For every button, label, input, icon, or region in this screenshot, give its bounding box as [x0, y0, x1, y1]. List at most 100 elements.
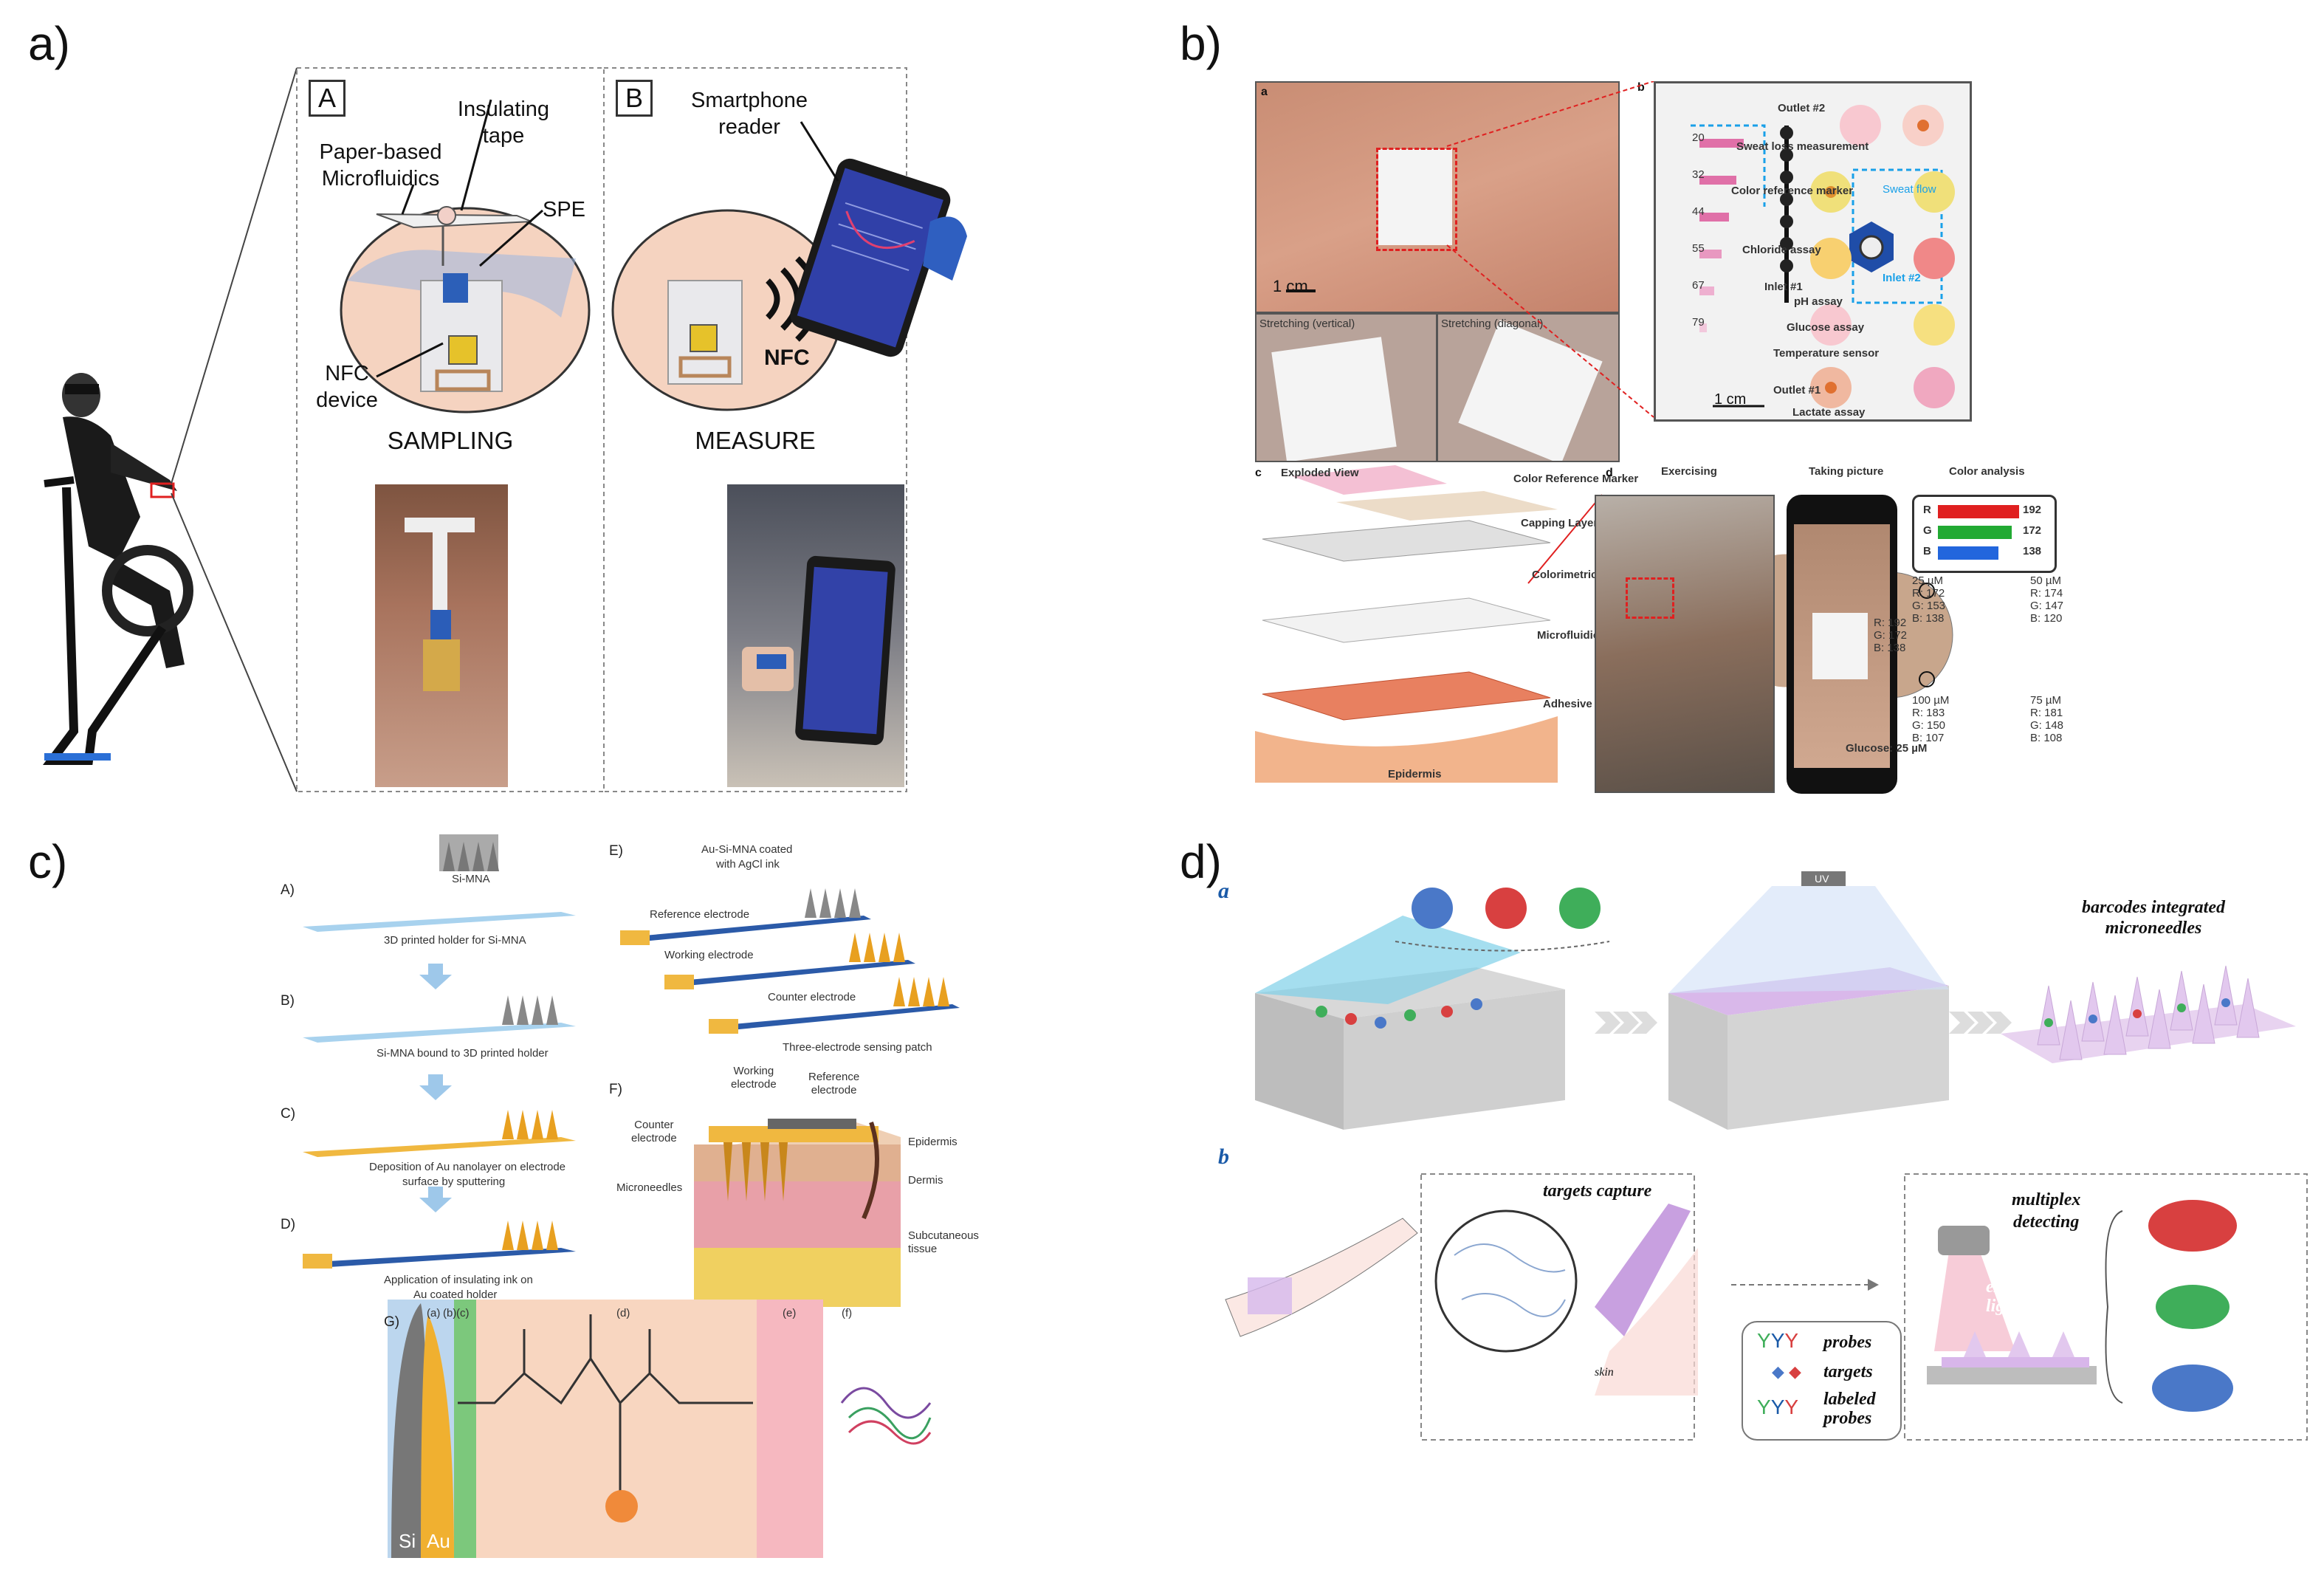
step-a-holder: [303, 834, 576, 932]
panel-label-d: d): [1180, 835, 1222, 888]
si-mna-label: Si-MNA: [452, 873, 490, 885]
panel-b-sub-a: a: [1261, 86, 1268, 98]
arm-photo: [1255, 81, 1620, 313]
step-e-label: E): [609, 843, 623, 859]
measure-diagram: [611, 121, 967, 411]
step-e-title2: with AgCl ink: [716, 858, 780, 871]
rgb-b-label: B: [1923, 545, 1931, 557]
inlet1-label: Inlet #1: [1764, 281, 1803, 293]
g-sub-f: (f): [842, 1307, 853, 1319]
lactate-label: Lactate assay: [1792, 406, 1866, 419]
rgb-g-label: G: [1923, 524, 1932, 537]
panel-d-sub-a: a: [1218, 879, 1229, 903]
step-d-caption2: Au coated holder: [413, 1288, 498, 1301]
panel-b-sub-c: c: [1255, 467, 1262, 479]
tick-20: 20: [1692, 131, 1705, 144]
panel-d-sub-b: b: [1218, 1144, 1229, 1169]
panel-c-graphics: [303, 834, 960, 1558]
panel-b-sub-b: b: [1637, 81, 1645, 94]
step-f-skin: [694, 1119, 901, 1307]
box-a-label: A: [309, 80, 345, 117]
measure-title: MEASURE: [695, 427, 816, 454]
g-si-label: Si: [399, 1530, 416, 1552]
insulating-tape-label: Insulating tape: [457, 97, 550, 148]
step-b-caption: Si-MNA bound to 3D printed holder: [377, 1047, 549, 1060]
arm-scale-label: 1 cm: [1273, 277, 1308, 295]
uv-label: UV: [1815, 873, 1829, 885]
rgb-b-value: 138: [2023, 545, 2042, 557]
tick-55: 55: [1692, 242, 1705, 255]
step-a-caption: 3D printed holder for Si-MNA: [384, 934, 526, 947]
tick-79: 79: [1692, 316, 1705, 329]
legend-labeled-icon: YYY: [1757, 1396, 1799, 1418]
g-au-label: Au: [427, 1530, 450, 1552]
panel-label-a: a): [28, 17, 70, 70]
stretch-vertical-photo: [1255, 313, 1437, 462]
smartphone-reader-label: Smartphone reader: [691, 89, 808, 139]
patch-scale-label: 1 cm: [1714, 391, 1747, 408]
cyclist-figure: [43, 373, 193, 765]
measure-photo: [727, 484, 904, 787]
glucose-assay-label: Glucose assay: [1787, 321, 1865, 334]
nfc-device-label: NFC device: [316, 362, 378, 412]
rgb-b-bar: [1938, 546, 1998, 560]
barcode-beads: [1316, 888, 1601, 1029]
color-ref-marker-label: Color reference marker: [1731, 185, 1854, 197]
panel-a: A B Insulating tape Paper-based Microflu…: [0, 0, 1166, 805]
tick-67: 67: [1692, 279, 1705, 292]
step-e-electrodes: [620, 888, 960, 1034]
exploded-view-label: Exploded View: [1281, 467, 1359, 479]
exploded-view-layers: [1255, 465, 1558, 783]
epidermis-label: Epidermis: [1388, 768, 1442, 780]
inlet2-label: Inlet #2: [1883, 272, 1921, 284]
rgb-g-value: 172: [2023, 524, 2042, 537]
step-c-caption2: surface by sputtering: [402, 1175, 506, 1188]
sweat-flow-label: Sweat flow: [1883, 183, 1936, 196]
step-c-caption1: Deposition of Au nanolayer on electrode: [369, 1161, 566, 1173]
sampling-photo: [375, 484, 508, 787]
panel-c: A) Si-MNA 3D printed holder for Si-MNA B…: [281, 827, 1019, 1565]
panel-b-sub-d: d: [1606, 467, 1613, 479]
legend-targets-icon: ◆ ◆: [1772, 1362, 1801, 1381]
step-d-caption1: Application of insulating ink on: [384, 1274, 533, 1286]
g-sub-d: (d): [616, 1307, 630, 1319]
working-electrode-label: Working electrode: [664, 949, 754, 961]
outlet2-label: Outlet #2: [1778, 102, 1826, 114]
step-g-label: G): [384, 1314, 400, 1330]
panel-b-graphics: [1255, 81, 1955, 783]
f-dermis-label: Dermis: [908, 1174, 943, 1187]
legend-targets: targets: [1823, 1362, 1873, 1381]
rgb-r-bar: [1938, 505, 2019, 518]
g-sub-e: (e): [783, 1307, 797, 1319]
panel-d-graphics: [1225, 871, 2308, 1441]
glucose-result: Glucose: 25 µM: [1846, 742, 1928, 755]
chloride-label: Chloride assay: [1742, 244, 1821, 256]
sweat-loss-ticks: [1699, 139, 1744, 332]
step-e-title1: Au-Si-MNA coated: [701, 843, 793, 856]
tick-32: 32: [1692, 168, 1705, 181]
panel-a-graphics: [43, 67, 967, 792]
spe-label: SPE: [543, 198, 586, 222]
g-sub-c: (c): [456, 1307, 470, 1319]
box-b-label: B: [616, 80, 653, 117]
f-microneedles-label: Microneedles: [616, 1181, 683, 1194]
color-ref-marker2-label: Color Reference Marker: [1513, 473, 1639, 485]
nfc-label: NFC: [764, 346, 810, 370]
outlet1-label: Outlet #1: [1773, 384, 1821, 397]
panel-label-c: c): [28, 835, 68, 888]
exercising-photo: [1595, 495, 1775, 793]
reference-electrode-label: Reference electrode: [650, 908, 750, 921]
g-sub-b: (b): [443, 1307, 457, 1319]
counter-electrode-label: Counter electrode: [768, 991, 856, 1003]
